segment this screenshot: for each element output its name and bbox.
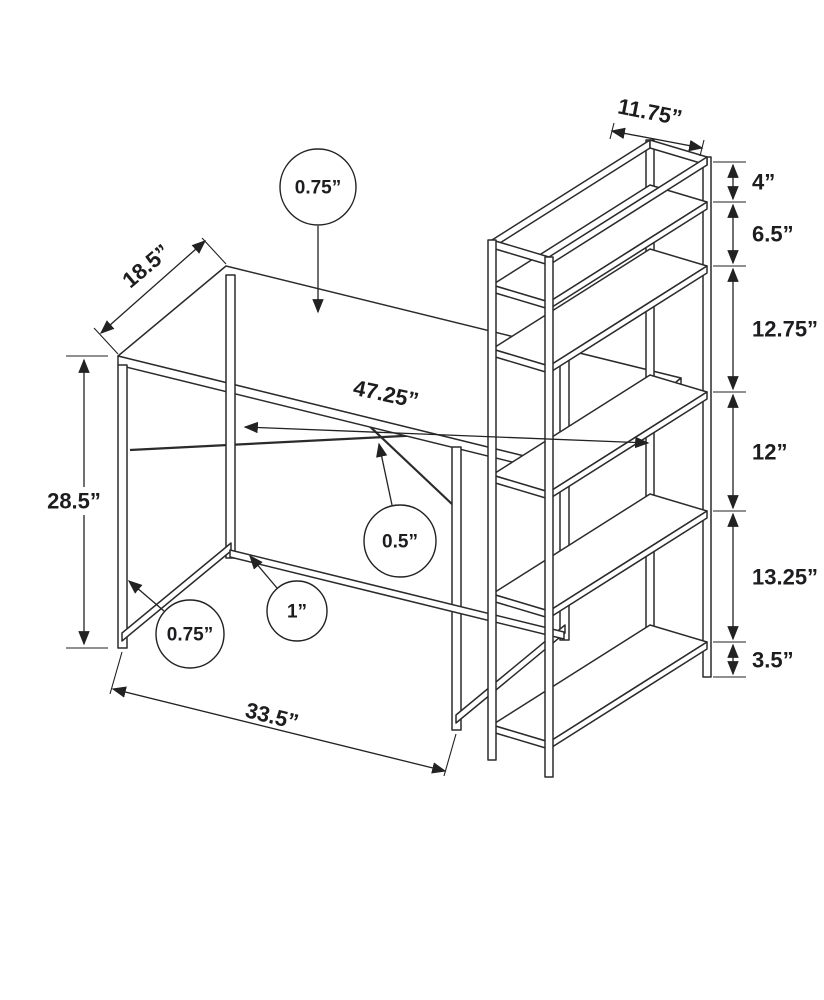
desk-back-stretcher	[229, 549, 565, 640]
desk-leg-front-right	[451, 446, 462, 731]
desk-leg-front-left	[117, 364, 128, 649]
dim-desk-height: 28.5”	[40, 355, 108, 649]
dim-leg-span: 33.5”	[109, 651, 457, 777]
callout-leg-width-label: 1”	[287, 602, 307, 623]
shelf-post-front-right	[544, 256, 554, 778]
shelf-board-4	[491, 493, 708, 612]
callout-desktop-thickness: 0.75”	[279, 148, 357, 314]
desk-side-bar-right	[455, 624, 566, 724]
callout-frame-tube: 0.75”	[127, 580, 225, 669]
shelf-gap-label-2: 6.5”	[752, 222, 794, 247]
shelf-top-rail-front	[491, 239, 550, 266]
dim-desk-height-label: 28.5”	[47, 489, 101, 514]
shelf-gap-label-3: 12.75”	[752, 317, 818, 342]
shelf-board-5	[491, 624, 708, 743]
dimension-annotations: 18.5” 11.75” 28.5” 47.25” 33.5”	[40, 94, 818, 777]
callout-brace-thickness: 0.5”	[363, 442, 437, 578]
callout-leg-width: 1”	[249, 554, 328, 642]
callout-desktop-thickness-label: 0.75”	[295, 178, 341, 199]
shelf-post-front-left	[487, 239, 497, 761]
dim-shelf-width-label: 11.75”	[616, 94, 684, 131]
dim-depth-label: 18.5”	[117, 239, 174, 293]
shelf-gap-label-1: 4”	[752, 170, 775, 195]
callout-brace-thickness-label: 0.5”	[382, 532, 418, 553]
desk-leg-back-left	[225, 274, 236, 559]
shelf-gap-label-6: 3.5”	[752, 648, 794, 673]
shelf-post-back-right	[702, 156, 712, 678]
callout-frame-tube-label: 0.75”	[167, 625, 213, 646]
shelf-gap-label-5: 13.25”	[752, 565, 818, 590]
shelf-gap-label-4: 12”	[752, 440, 787, 465]
dim-leg-span-label: 33.5”	[243, 697, 301, 734]
shelf-unit	[487, 139, 712, 778]
dim-shelf-gap-chain: 4” 6.5” 12.75” 12” 13.25” 3.5”	[713, 161, 818, 678]
